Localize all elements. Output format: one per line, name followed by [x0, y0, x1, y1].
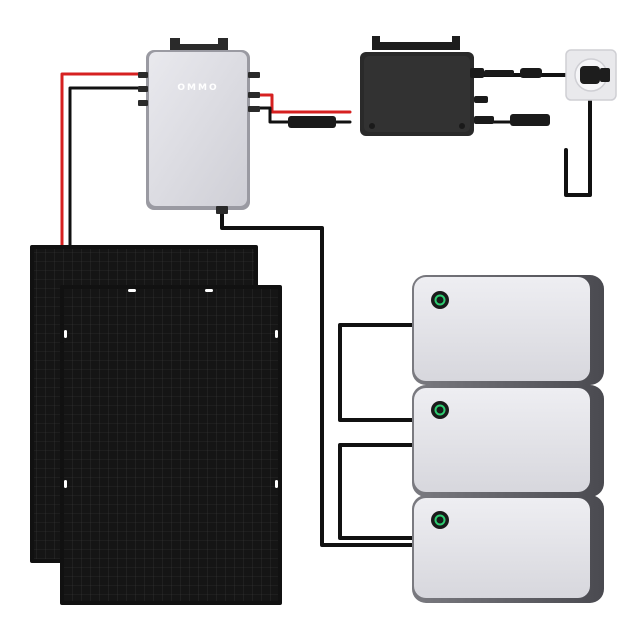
- controller-unit: OMMO: [138, 38, 260, 214]
- battery-module-middle: [412, 385, 604, 497]
- controller-inverter-cable-red: [258, 93, 352, 114]
- micro-inverter: [288, 36, 550, 136]
- power-button-icon: [431, 511, 449, 529]
- battery-module-bottom: [412, 495, 604, 603]
- power-button-icon: [431, 401, 449, 419]
- socket-loop-cable: [564, 83, 592, 197]
- battery-module-top: [412, 275, 604, 385]
- battery-link-cable-2: [338, 443, 417, 540]
- wall-socket: [565, 49, 617, 101]
- battery-main-cable: [220, 203, 417, 547]
- black-cable-panel: [68, 86, 150, 247]
- controller-brand: OMMO: [177, 83, 218, 93]
- red-cable: [60, 72, 150, 247]
- power-button-icon: [431, 291, 449, 309]
- solar-panel-front: [60, 285, 282, 605]
- battery-stack: [412, 275, 604, 603]
- battery-link-cable-1: [338, 323, 417, 422]
